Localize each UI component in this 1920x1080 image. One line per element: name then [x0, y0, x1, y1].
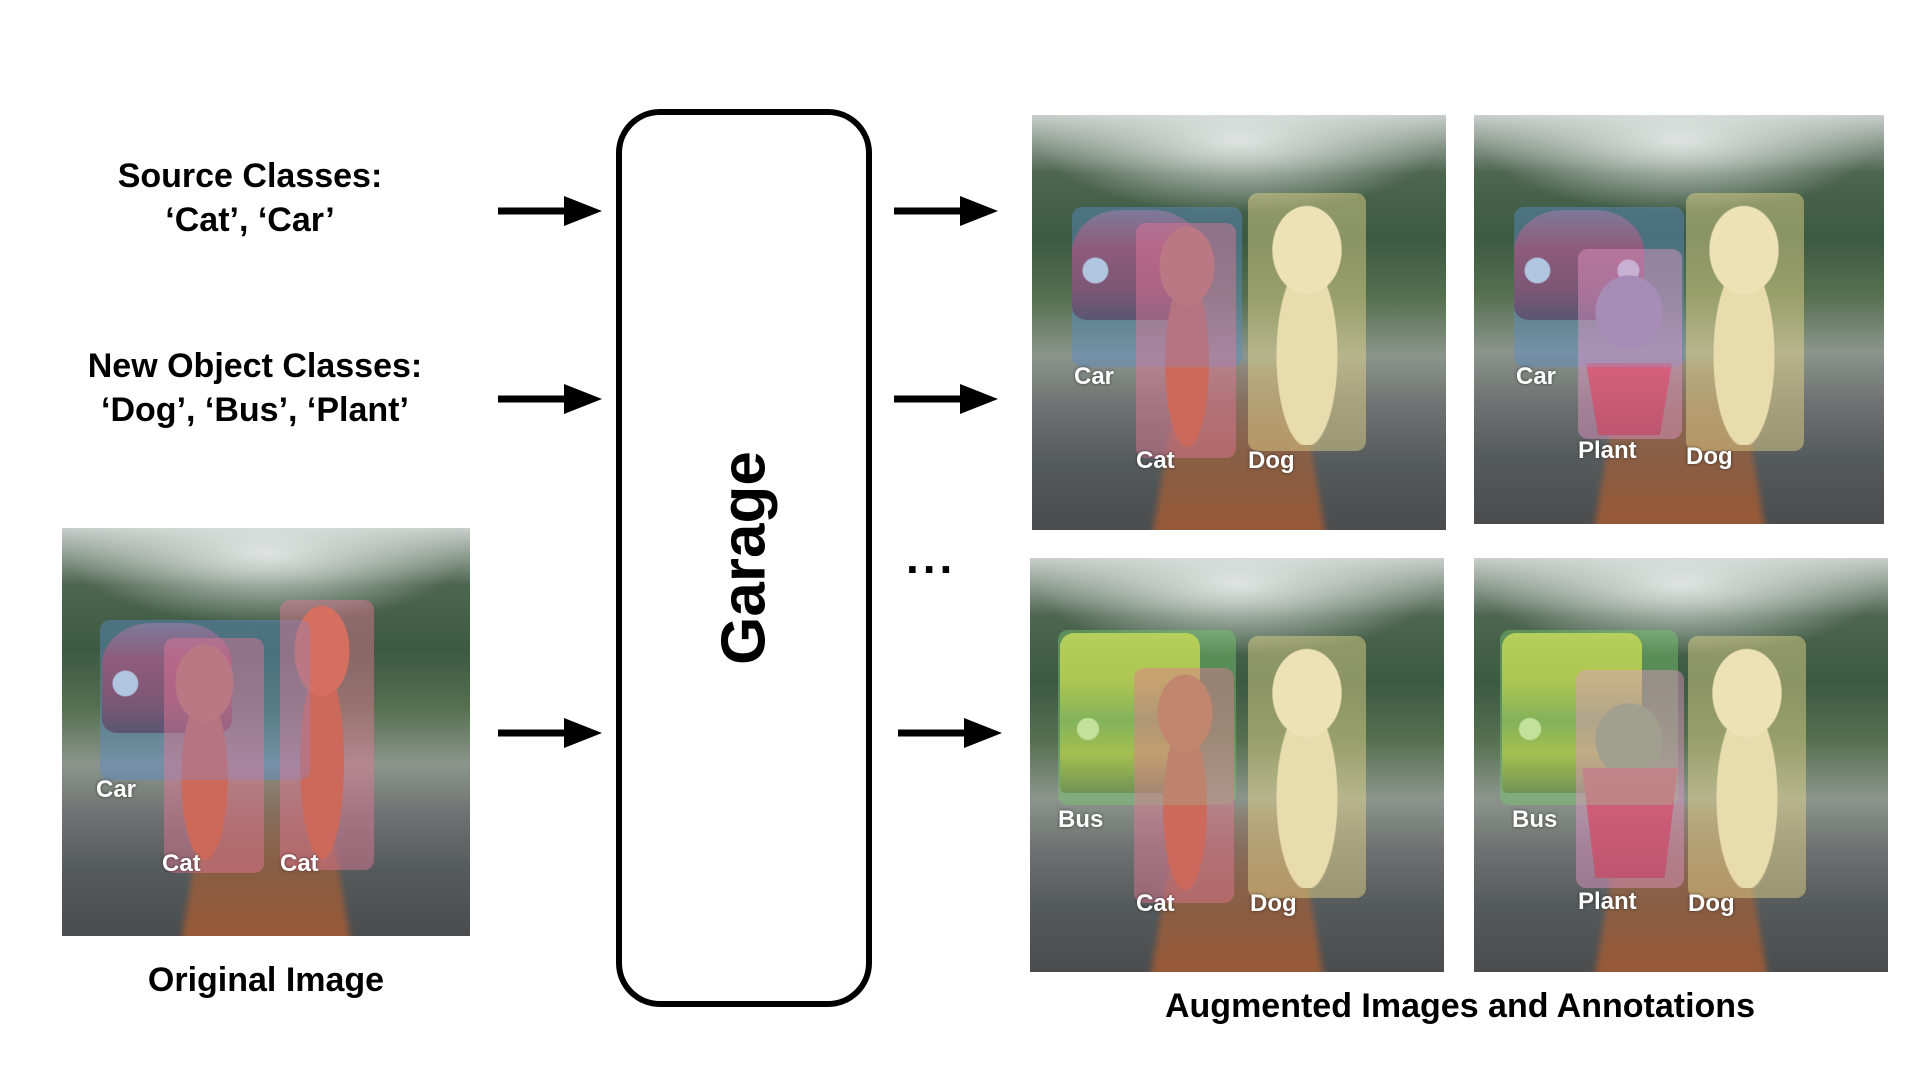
- source-classes-values: ‘Cat’, ‘Car’: [165, 201, 335, 239]
- plant-label: Plant: [1578, 437, 1637, 464]
- dog-bbox: [1248, 636, 1366, 898]
- car-label: Car: [1074, 363, 1115, 390]
- dog-object: [1252, 638, 1362, 888]
- arrow-garage-to-output-1: [894, 196, 998, 226]
- plant-bbox: [1576, 670, 1684, 888]
- cat-object: [1140, 668, 1230, 893]
- arrow-garage-to-output-2: [894, 384, 998, 414]
- augmented-image-4: Bus Plant Dog: [1474, 558, 1888, 972]
- cat-bbox: [1134, 668, 1234, 903]
- plant-label: Plant: [1578, 888, 1637, 915]
- source-classes-title: Source Classes:: [117, 157, 383, 195]
- garage-label: Garage: [709, 451, 779, 665]
- bus-label: Bus: [1058, 806, 1104, 833]
- augmented-image-1: Car Cat Dog: [1032, 115, 1446, 530]
- arrow-garage-to-output-3: [898, 718, 1002, 748]
- arrow-image-to-garage: [498, 718, 602, 748]
- dog-label: Dog: [1688, 890, 1735, 917]
- dog-label: Dog: [1250, 890, 1297, 917]
- plant-pot: [1582, 768, 1678, 878]
- plant-leaves: [1574, 240, 1684, 360]
- car-label: Car: [1516, 363, 1557, 390]
- cat-label: Cat: [280, 850, 319, 877]
- cat-object: [1142, 220, 1232, 450]
- cat-label: Cat: [1136, 447, 1175, 474]
- new-object-classes-title: New Object Classes:: [87, 347, 423, 385]
- cat-object: [157, 638, 252, 863]
- dog-object: [1692, 638, 1802, 888]
- cat-label: Cat: [162, 850, 201, 877]
- original-image: Car Cat Cat: [62, 528, 470, 936]
- car-label: Car: [96, 776, 137, 803]
- dog-bbox: [1248, 193, 1366, 451]
- original-image-caption: Original Image: [147, 961, 385, 999]
- car-bbox: [1514, 207, 1684, 367]
- bus-label: Bus: [1512, 806, 1558, 833]
- dog-bbox: [1688, 636, 1806, 898]
- augmented-image-3: Bus Cat Dog: [1030, 558, 1444, 972]
- source-classes-label: Source Classes: ‘Cat’, ‘Car’: [90, 154, 410, 242]
- dog-label: Dog: [1686, 443, 1733, 470]
- car-bbox: [100, 620, 310, 780]
- dog-object: [1252, 195, 1362, 445]
- garage-method-box: Garage: [616, 109, 872, 1007]
- dog-object: [1689, 195, 1799, 445]
- plant-pot: [1586, 363, 1672, 435]
- cat-label: Cat: [1136, 890, 1175, 917]
- plant-bbox: [1578, 249, 1682, 439]
- bus-bbox: [1500, 630, 1678, 805]
- new-object-classes-values: ‘Dog’, ‘Bus’, ‘Plant’: [101, 391, 409, 429]
- augmented-images-caption: Augmented Images and Annotations: [1164, 987, 1755, 1025]
- cat-bbox: [1136, 223, 1236, 458]
- arrow-new-classes-to-garage: [498, 384, 602, 414]
- ellipsis: ...: [906, 531, 957, 583]
- new-object-classes-label: New Object Classes: ‘Dog’, ‘Bus’, ‘Plant…: [50, 344, 460, 432]
- car-bbox: [1072, 207, 1242, 367]
- bus-bbox: [1058, 630, 1236, 805]
- arrow-source-to-garage: [498, 196, 602, 226]
- dog-bbox: [1686, 193, 1804, 451]
- cat-object: [277, 598, 367, 863]
- cat-bbox: [164, 638, 264, 873]
- augmented-image-2: Car Plant Dog: [1474, 115, 1884, 524]
- dog-label: Dog: [1248, 447, 1295, 474]
- cat-bbox: [280, 600, 374, 870]
